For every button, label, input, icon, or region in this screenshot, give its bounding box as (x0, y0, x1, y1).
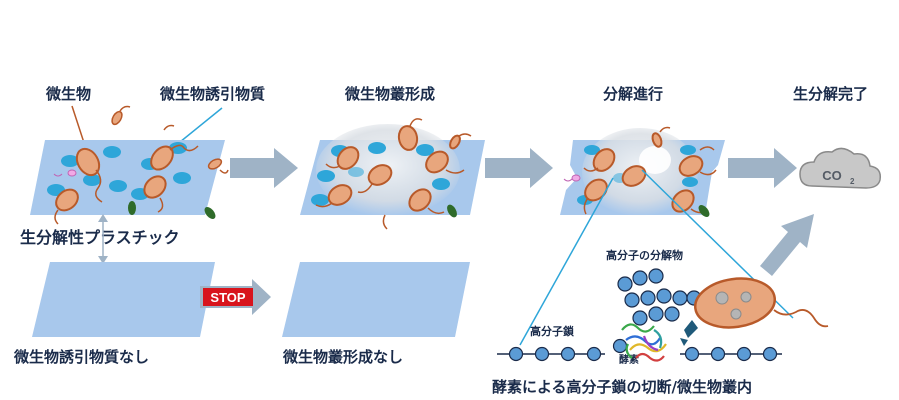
panel-2-biofilm (300, 118, 485, 230)
comparison-arrow (98, 214, 108, 264)
microbe (55, 188, 79, 212)
process-arrow-1 (230, 148, 298, 188)
co2-subscript: 2 (850, 177, 855, 186)
detail-enzymatic-cleavage (497, 268, 829, 362)
microbes-panel-1 (53, 105, 229, 225)
process-arrow-3 (728, 148, 797, 188)
microbe (111, 110, 123, 126)
label-polymer-chain: 高分子鎖 (530, 324, 575, 338)
process-arrow-2 (485, 148, 553, 188)
diagonal-arrow-to-co2 (760, 214, 814, 276)
label-degradation-complete: 生分解完了 (793, 85, 868, 103)
plain-plastic-sheet-1 (32, 262, 215, 337)
co2-text: CO (822, 168, 842, 183)
label-no-attractant: 微生物誘引物質なし (13, 348, 149, 366)
plain-plastic-sheet-2 (282, 262, 470, 337)
label-biofilm-formation: 微生物叢形成 (344, 85, 435, 103)
label-polymer-fragments: 高分子の分解物 (606, 248, 683, 262)
panel-3-degradation (560, 126, 725, 217)
zoom-line-left (519, 177, 614, 346)
microbe (207, 158, 223, 170)
polymer-chain-units (508, 338, 778, 362)
microbe-small (67, 169, 77, 177)
label-enzyme: 酵素 (619, 353, 639, 366)
polymer-fragments (617, 268, 702, 326)
label-biodegradable-plastic: 生分解性プラスチック (20, 228, 180, 247)
microbe (75, 147, 101, 177)
enzyme-structure (621, 323, 667, 362)
label-attractant: 微生物誘引物質 (159, 85, 265, 103)
stop-text: STOP (210, 290, 245, 305)
microbe (143, 175, 167, 199)
large-microbe (693, 277, 829, 329)
attractant-pointer-line (179, 107, 223, 143)
stop-arrow: STOP (200, 279, 271, 315)
enzyme-action-arrow (684, 320, 698, 338)
degradation-hole (639, 146, 671, 174)
label-degradation-progress: 分解進行 (603, 85, 663, 103)
microbe-green (204, 207, 216, 219)
label-no-biofilm: 微生物叢形成なし (282, 348, 403, 366)
stop-badge (203, 288, 253, 306)
label-enzyme-cleavage: 酵素による高分子鎖の切断/微生物叢内 (492, 378, 752, 396)
microbe-green (128, 201, 136, 215)
co2-cloud: CO 2 (799, 147, 882, 189)
panel-1-plastic (30, 105, 229, 225)
label-microbe: 微生物 (45, 85, 91, 103)
microbe (150, 145, 174, 171)
